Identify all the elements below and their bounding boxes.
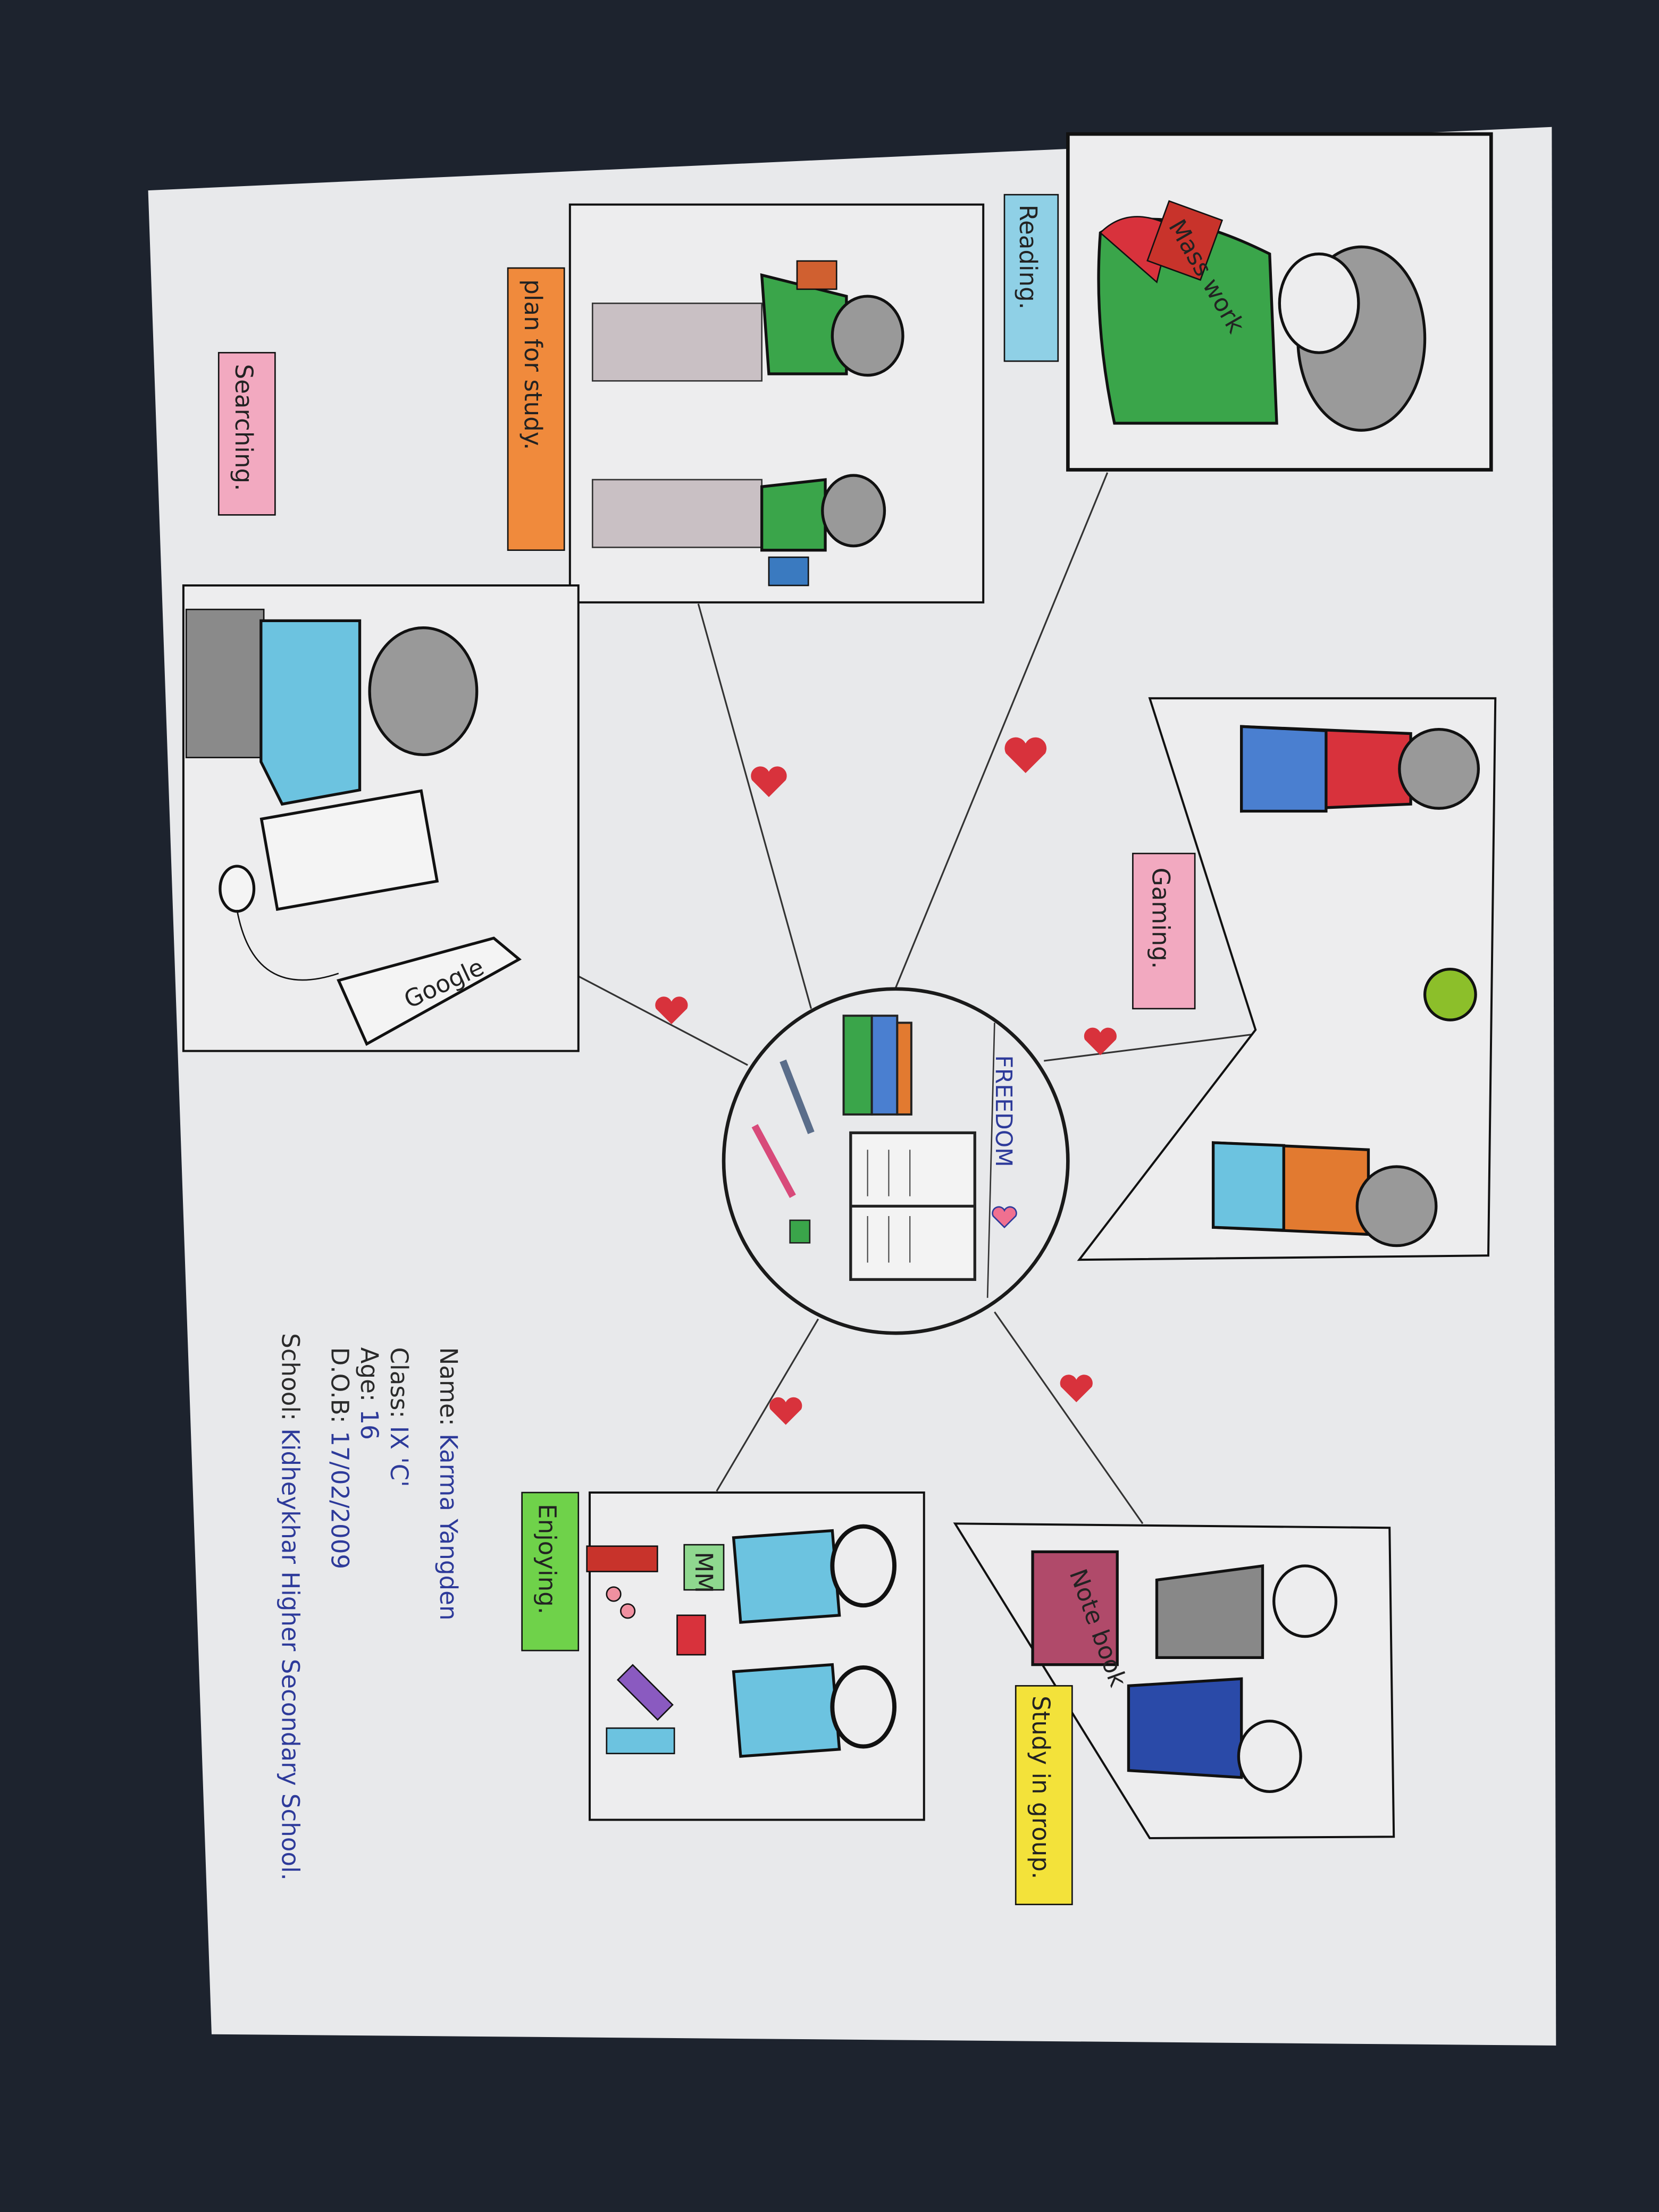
dob-key: D.O.B: (325, 1347, 354, 1423)
school-key: School: (276, 1333, 305, 1421)
tag-gaming (1132, 852, 1196, 1010)
school-value: Kidheykhar Higher Secondary School. (276, 1428, 305, 1880)
label-gaming: Gaming. (1147, 868, 1175, 969)
class-value: IX 'C' (385, 1426, 413, 1487)
connector-arrows (578, 472, 1256, 1524)
heart-icon (751, 766, 787, 797)
panel-study-in-group: Note book Study in group. (953, 1522, 1395, 1905)
notebook-stack-icon (1031, 1550, 1119, 1666)
tag-study-in-group (1015, 1685, 1073, 1905)
class-key: Class: (385, 1347, 413, 1419)
name-key: Name: (434, 1347, 463, 1426)
age-key: Age: (355, 1347, 383, 1402)
heart-icon (769, 1397, 802, 1425)
book-stack-icon (842, 1015, 912, 1116)
panel-searching: Google (182, 584, 580, 1052)
label-enjoying: Enjoying. (533, 1504, 561, 1614)
panel-enjoying: MM Enjoying. (521, 1491, 925, 1821)
svg-text:MM: MM (690, 1552, 718, 1593)
water-bottle-icon (606, 1727, 675, 1755)
heart-icon (1060, 1375, 1093, 1403)
bottle-icon (586, 1545, 658, 1572)
label-study-in-group: Study in group. (1027, 1696, 1055, 1879)
student-info: Name: Karma Yangden Class: IX 'C' Age: 1… (276, 1333, 463, 1881)
heart-icon (655, 996, 688, 1025)
eraser-icon (789, 1219, 811, 1244)
panel-plan-for-study: plan for study. (507, 203, 985, 604)
svg-text:Age: 16: Age: 16 (355, 1347, 383, 1440)
age-value: 16 (355, 1409, 383, 1439)
label-reading: Reading. (1014, 205, 1042, 309)
center-freedom-circle: FREEDOM (722, 987, 1070, 1335)
label-searching: Searching. (230, 364, 258, 491)
mouse-icon (219, 865, 256, 913)
laptop-screen (337, 936, 522, 1046)
heart-icon (992, 1206, 1017, 1229)
snack-icon (683, 1544, 725, 1591)
book-icon (1146, 200, 1224, 281)
panel-reading: Mass work Reading. (1003, 132, 1493, 472)
label-plan-for-study: plan for study. (519, 279, 547, 450)
svg-text:Class: IX 'C': Class: IX 'C' (385, 1347, 413, 1487)
name-value: Karma Yangden (434, 1434, 463, 1620)
svg-text:D.O.B: 17/02/2009: D.O.B: 17/02/2009 (325, 1347, 354, 1569)
dob-value: 17/02/2009 (325, 1431, 354, 1569)
tag-reading (1003, 194, 1059, 362)
tag-plan-for-study (507, 267, 565, 551)
pen-icon (780, 1059, 815, 1134)
panel-gaming: Gaming. (1077, 697, 1497, 1261)
svg-text:Name: Karma Yangden: Name: Karma Yangden (434, 1347, 463, 1621)
heart-icons (655, 737, 1117, 1425)
pencil-icon (751, 1124, 796, 1198)
tag-searching (217, 351, 276, 516)
tag-enjoying (521, 1492, 580, 1652)
ball-icon (1423, 968, 1477, 1021)
svg-text:School: Kidheykhar Higher Seco: School: Kidheykhar Higher Secondary Scho… (276, 1333, 305, 1881)
freedom-title: FREEDOM (990, 1055, 1016, 1167)
keyboard-icon (259, 789, 439, 911)
heart-icon (1084, 1027, 1117, 1055)
heart-icon (1004, 737, 1047, 773)
